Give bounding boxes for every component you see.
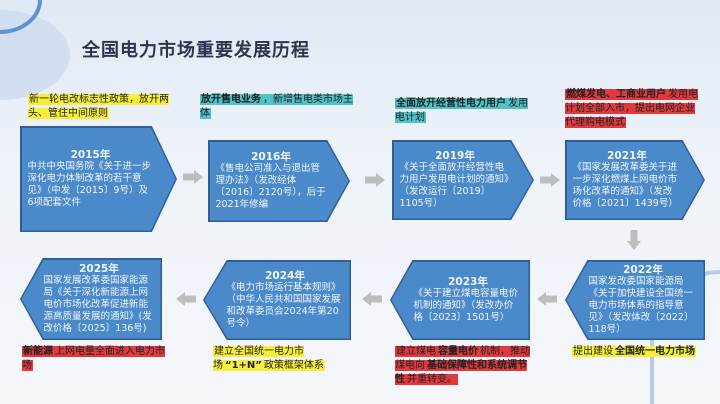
milestone-2016: 2016年《售电公司准入与退出管理办法》（发改经体〔2016〕2120号），后于… [208, 140, 350, 222]
page-title: 全国电力市场重要发展历程 [82, 40, 310, 61]
arrow-left-icon [537, 292, 557, 306]
milestone-2019: 2019年《关于全面放开经营性电力用户发用电计划的通知》（发改运行〔2019〕1… [392, 140, 534, 220]
note-segment: 新能源 [22, 346, 54, 357]
milestone-document: 《关于全面放开经营性电力用户发用电计划的通知》（发改运行〔2019〕1105号） [399, 162, 509, 209]
milestone-highlight-note: 燃煤发电、工商业用户发用电计划全部入市，提出电网企业代理购电模式 [565, 88, 700, 130]
milestone-year: 2022年 [623, 264, 663, 276]
milestone-body: 2019年《关于全面放开经营性电力用户发用电计划的通知》（发改运行〔2019〕1… [393, 141, 533, 219]
milestone-2024: 2024年《电力市场运行基本规则》（中华人民共和国国家发展和改革委员会2024年… [203, 260, 351, 340]
milestone-highlight-note: 全面放开经营性电力用户发用电计划 [395, 97, 535, 125]
note-segment: 提出建设 [572, 346, 614, 357]
milestone-2022: 2022年国家发改委国家能源局《关于加快建设全国统一电力市场体系的指导意见》（发… [565, 260, 705, 340]
arrow-right-icon [540, 173, 560, 187]
milestone-highlight-note: 提出建设全国统一电力市场 [572, 345, 706, 359]
milestone-highlight-note: 新能源上网电量全面进入电力市场 [22, 345, 167, 373]
milestone-body: 2021年《国家发展改革委关于进一步深化燃煤上网电价市场化改革的通知》（发改价格… [566, 141, 704, 219]
milestone-document: 中共中央国务院《关于进一步深化电力体制改革的若干意见》（中发〔2015〕9号）及… [27, 161, 152, 208]
milestone-document: 《电力市场运行基本规则》（中华人民共和国国家发展和改革委员会2024年第20号令… [226, 282, 341, 329]
milestone-highlight-note: 放开售电业务，新增售电类市场主体 [200, 93, 360, 121]
milestone-document: 《关于建立煤电容量电价机制的通知》（发改办价格〔2023〕1501号） [413, 288, 519, 323]
milestone-body: 2023年《关于建立煤电容量电价机制的通知》（发改办价格〔2023〕1501号） [391, 261, 529, 339]
milestone-year: 2025年 [79, 263, 119, 275]
milestone-body: 2015年中共中央国务院《关于进一步深化电力体制改革的若干意见》（中发〔2015… [21, 127, 176, 231]
note-segment: 容量电价 [437, 346, 479, 357]
milestone-document: 《国家发展改革委关于进一步深化燃煤上网电价市场化改革的通知》（发改价格〔2021… [572, 162, 678, 209]
milestone-body: 2016年《售电公司准入与退出管理办法》（发改经体〔2016〕2120号），后于… [209, 141, 349, 221]
arrow-left-icon [362, 292, 382, 306]
note-segment: “1+N” [224, 360, 263, 371]
milestone-2025: 2025年国家发展改革委国家能源局《关于深化新能源上网电价市场化改革促进新能源高… [20, 258, 162, 340]
milestone-year: 2023年 [448, 276, 488, 288]
milestone-year: 2021年 [607, 150, 647, 162]
milestone-year: 2019年 [435, 150, 475, 162]
milestone-year: 2024年 [265, 270, 305, 282]
milestone-highlight-note: 建立全国统一电力市场“1+N”政策框架体系 [213, 345, 343, 373]
milestone-document: 国家发改委国家能源局《关于加快建设全国统一电力市场体系的指导意见》（发改体改〔2… [588, 276, 694, 335]
note-segment: 并重转变。 [406, 374, 458, 385]
arrow-right-icon [183, 170, 203, 184]
milestone-body: 2022年国家发改委国家能源局《关于加快建设全国统一电力市场体系的指导意见》（发… [566, 261, 704, 339]
arrow-left-icon [176, 292, 196, 306]
milestone-highlight-note: 新一轮电改标志性政策，放开两头、管住中间原则 [28, 93, 188, 121]
milestone-year: 2016年 [251, 151, 291, 163]
milestone-2021: 2021年《国家发展改革委关于进一步深化燃煤上网电价市场化改革的通知》（发改价格… [565, 140, 705, 220]
milestone-highlight-note: 建立煤电容量电价机制，推动煤电向基础保障性和系统调节性并重转变。 [395, 345, 531, 387]
note-segment: 政策框架体系 [262, 360, 325, 371]
milestone-body: 2024年《电力市场运行基本规则》（中华人民共和国国家发展和改革委员会2024年… [204, 261, 350, 339]
note-segment: 建立煤电 [395, 346, 437, 357]
note-segment: 全国统一电力市场 [614, 346, 696, 357]
milestone-document: 国家发展改革委国家能源局《关于深化新能源上网电价市场化改革促进新能源高质量发展的… [43, 275, 152, 334]
note-segment: 全面放开经营性电力用户 [395, 98, 507, 109]
milestone-2015: 2015年中共中央国务院《关于进一步深化电力体制改革的若干意见》（中发〔2015… [20, 126, 177, 232]
milestone-2023: 2023年《关于建立煤电容量电价机制的通知》（发改办价格〔2023〕1501号） [390, 260, 530, 340]
note-segment: 燃煤发电、工商业用户 [565, 89, 667, 100]
milestone-document: 《售电公司准入与退出管理办法》（发改经体〔2016〕2120号），后于2021年… [215, 163, 326, 210]
note-segment: 新一轮电改标志性政策，放开两头、管住中间原则 [28, 94, 169, 119]
milestone-year: 2015年 [70, 149, 111, 161]
note-segment: 放开售电业务 [200, 94, 262, 105]
milestone-body: 2025年国家发展改革委国家能源局《关于深化新能源上网电价市场化改革促进新能源高… [21, 259, 161, 339]
arrow-right-icon [365, 173, 385, 187]
arrow-down-icon [627, 230, 641, 250]
